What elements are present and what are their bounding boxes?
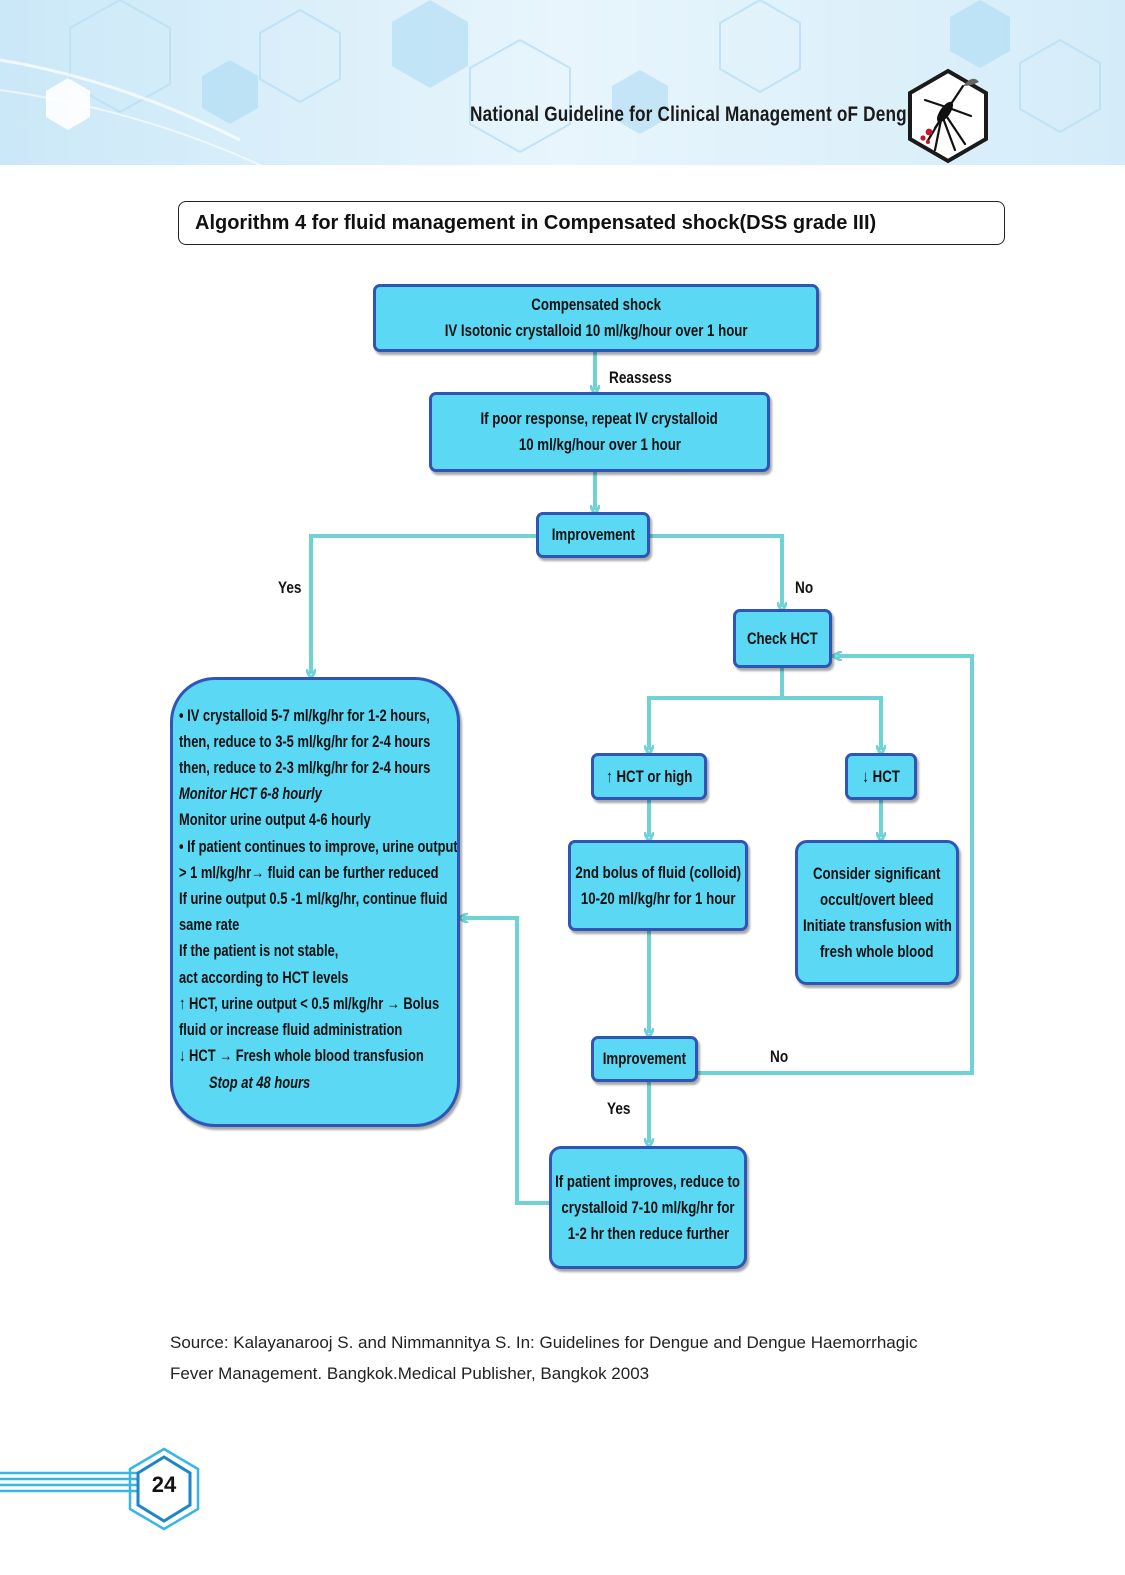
- compensated-shock-box: Compensated shock IV Isotonic crystalloi…: [373, 284, 819, 352]
- arrow-to-hct-high: [649, 696, 782, 750]
- arrow-improvement-yes: [311, 534, 537, 674]
- yes-branch-line: then, reduce to 2-3 ml/kg/hr for 2-4 hou…: [179, 758, 431, 777]
- no-label-1: No: [795, 578, 814, 597]
- yes-branch-line: If the patient is not stable,: [179, 941, 339, 960]
- arrow-improvement-no: [649, 534, 782, 607]
- improvement-box-1: Improvement: [536, 512, 650, 558]
- reduce-line-1: If patient improves, reduce to: [555, 1171, 741, 1191]
- bleed-line-3: Initiate transfusion with: [802, 915, 952, 935]
- yes-branch-line: • If patient continues to improve, urine…: [179, 837, 458, 856]
- yes-branch-line: • IV crystalloid 5-7 ml/kg/hr for 1-2 ho…: [179, 706, 430, 725]
- improvement-box-2: Improvement: [591, 1036, 698, 1082]
- reassess-label: Reassess: [609, 368, 672, 387]
- repeat-crystalloid-box: If poor response, repeat IV crystalloid …: [429, 392, 770, 472]
- repeat-line-2: 10 ml/kg/hour over 1 hour: [518, 435, 681, 454]
- yes-branch-line: If urine output 0.5 -1 ml/kg/hr, continu…: [179, 889, 448, 908]
- yes-branch-line: Monitor urine output 4-6 hourly: [179, 810, 371, 829]
- mosquito-logo-icon: [908, 68, 988, 164]
- yes-branch-line: Stop at 48 hours: [209, 1073, 311, 1092]
- arrow-reduce-to-yes-branch: [463, 918, 551, 1205]
- algorithm-title: Algorithm 4 for fluid management in Comp…: [195, 212, 877, 234]
- header-title: National Guideline for Clinical Manageme…: [470, 103, 928, 126]
- yes-label-2: Yes: [607, 1099, 631, 1118]
- hct-high-box: ↑ HCT or high: [591, 753, 707, 800]
- yes-branch-line: fluid or increase fluid administration: [179, 1020, 403, 1039]
- bleed-line-2: occult/overt bleed: [820, 889, 934, 909]
- yes-branch-line: same rate: [179, 915, 240, 934]
- no-label-2: No: [770, 1047, 789, 1066]
- check-hct-box: Check HCT: [733, 609, 832, 668]
- algorithm-title-box: Algorithm 4 for fluid management in Comp…: [178, 201, 1005, 245]
- page-number-badge: [0, 1447, 200, 1531]
- second-bolus-box: 2nd bolus of fluid (colloid) 10-20 ml/kg…: [568, 840, 748, 931]
- reduce-line-3: 1-2 hr then reduce further: [567, 1223, 729, 1243]
- yes-label-1: Yes: [278, 578, 302, 597]
- yes-branch-line: Monitor HCT 6-8 hourly: [179, 784, 322, 803]
- reduce-crystalloid-box: If patient improves, reduce to crystallo…: [549, 1146, 747, 1269]
- improvement-1-text: Improvement: [551, 525, 635, 544]
- bolus-line-1: 2nd bolus of fluid (colloid): [575, 862, 741, 882]
- yes-branch-line: > 1 ml/kg/hr→ fluid can be further reduc…: [179, 863, 439, 882]
- bleed-line-4: fresh whole blood: [820, 941, 934, 961]
- improvement-2-text: Improvement: [602, 1049, 687, 1068]
- yes-branch-line: act according to HCT levels: [179, 968, 349, 987]
- arrow-to-hct-low: [782, 696, 881, 750]
- yes-branch-line: ↓ HCT → Fresh whole blood transfusion: [179, 1046, 424, 1065]
- reduce-line-2: crystalloid 7-10 ml/kg/hr for: [561, 1197, 735, 1217]
- start-line-2: IV Isotonic crystalloid 10 ml/kg/hour ov…: [444, 321, 748, 340]
- hct-low-box: ↓ HCT: [845, 753, 917, 800]
- page-number: 24: [151, 1472, 177, 1497]
- source-line-1: Source: Kalayanarooj S. and Nimmannitya …: [170, 1333, 918, 1352]
- source-line-2: Fever Management. Bangkok.Medical Publis…: [170, 1364, 650, 1383]
- check-hct-text: Check HCT: [747, 628, 818, 648]
- source-citation: Source: Kalayanarooj S. and Nimmannitya …: [170, 1327, 917, 1389]
- bleed-line-1: Consider significant: [813, 863, 941, 883]
- yes-branch-line: then, reduce to 3-5 ml/kg/hr for 2-4 hou…: [179, 732, 431, 751]
- arrow-improvement-no-loop: [697, 656, 974, 1075]
- bolus-line-2: 10-20 ml/kg/hr for 1 hour: [580, 888, 736, 908]
- bleed-box: Consider significant occult/overt bleed …: [795, 840, 959, 985]
- hct-low-text: ↓ HCT: [862, 766, 900, 786]
- start-line-1: Compensated shock: [531, 295, 661, 314]
- yes-branch-box: • IV crystalloid 5-7 ml/kg/hr for 1-2 ho…: [170, 677, 460, 1127]
- hct-high-text: ↑ HCT or high: [605, 766, 693, 786]
- yes-branch-line: ↑ HCT, urine output < 0.5 ml/kg/hr → Bol…: [179, 994, 440, 1013]
- repeat-line-1: If poor response, repeat IV crystalloid: [480, 409, 719, 428]
